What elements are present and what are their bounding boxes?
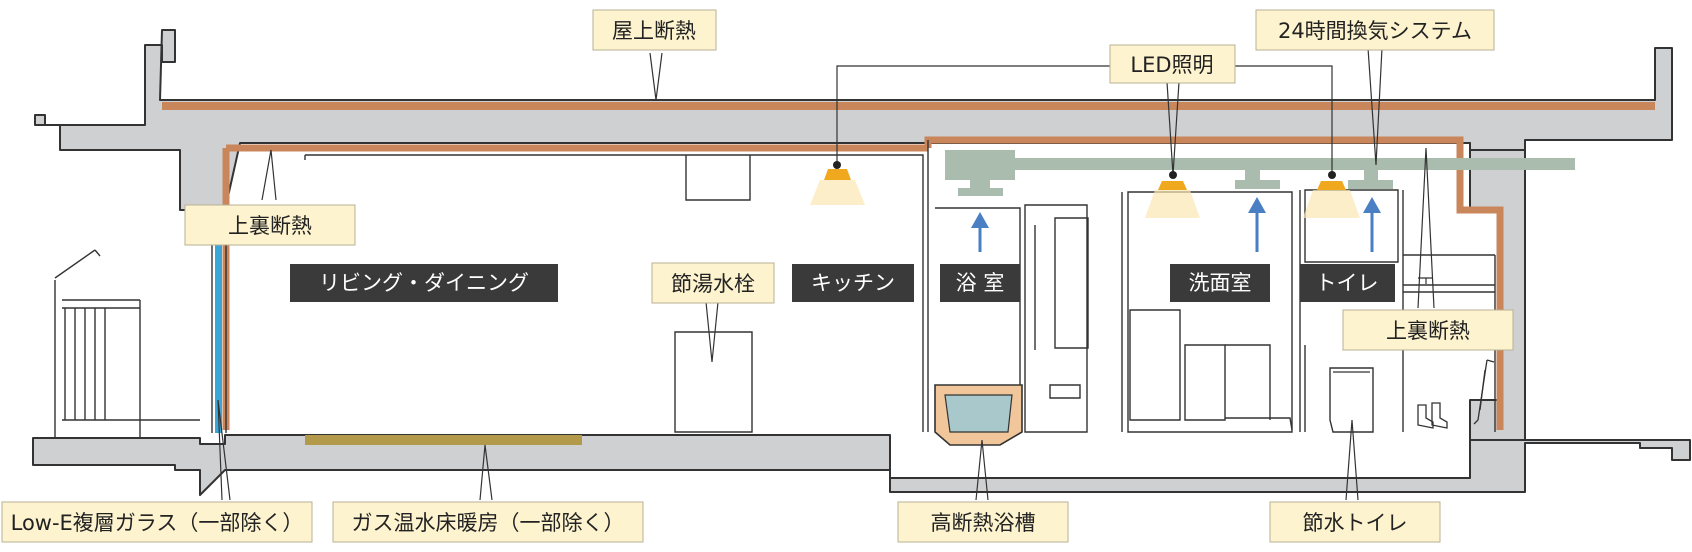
svg-text:洗面室: 洗面室 [1189,271,1252,295]
svg-text:ガス温水床暖房（一部除く）: ガス温水床暖房（一部除く） [352,511,625,535]
svg-text:浴 室: 浴 室 [956,271,1005,295]
callout-floor-heating: ガス温水床暖房（一部除く） [332,501,644,543]
roof-insulation-layer [162,102,1655,110]
ventilation-duct [945,150,1575,196]
callout-roof-insulation: 屋上断熱 [592,9,717,51]
hanger [1418,277,1433,284]
bathtub-icon [934,384,1023,446]
svg-text:24時間換気システム: 24時間換気システム [1278,19,1472,43]
leader-lines [217,47,1435,501]
airflow-arrows [971,197,1381,252]
toilet-cabinet [1304,189,1399,263]
airflow-arrow-icon [1248,197,1266,252]
callout-ceiling-insulation-left: 上裏断熱 [184,204,356,246]
svg-text:上裏断熱: 上裏断熱 [1386,319,1470,343]
callout-led-lighting: LED照明 [1109,44,1236,84]
room-label-toilet: トイレ [1300,264,1395,302]
shoe-cabinet [1403,254,1496,432]
svg-text:高断熱浴槽: 高断熱浴槽 [931,511,1036,535]
ceiling-light-icon [1145,181,1200,218]
floor-heating-panel [305,435,582,445]
callout-insulated-bathtub: 高断熱浴槽 [897,501,1069,543]
building-structure [32,29,1691,496]
svg-text:節湯水栓: 節湯水栓 [671,272,755,296]
callout-ceiling-insulation-right: 上裏断熱 [1342,309,1514,351]
svg-text:キッチン: キッチン [811,271,895,295]
window-glass [215,243,222,433]
led-lights [810,169,1360,218]
floor-slab [32,434,1691,496]
room-label-living-dining: リビング・ダイニング [290,264,558,302]
umbrella-icon [1473,359,1495,425]
room-label-washroom: 洗面室 [1170,264,1270,302]
callout-low-e-glass: Low-E複層ガラス（一部除く） [1,501,313,543]
balcony-railing [54,249,200,438]
svg-text:屋上断熱: 屋上断熱 [612,19,696,43]
ceiling-light-icon [810,169,865,205]
svg-text:リビング・ダイニング: リビング・ダイニング [319,271,529,295]
callout-water-saving-faucet: 節湯水栓 [651,262,775,304]
kitchen-counter [674,331,753,433]
washroom-cabinet [1127,191,1293,433]
ceiling-light-icon [1303,181,1360,218]
boots-icon [1417,402,1448,429]
duct-fan [945,150,1015,180]
airflow-arrow-icon [971,212,989,252]
interior-partitions [304,140,1496,433]
bathroom-door [1024,204,1088,433]
svg-text:トイレ: トイレ [1316,271,1379,295]
callout-ventilation-system: 24時間換気システム [1255,9,1495,51]
svg-text:LED照明: LED照明 [1130,53,1213,77]
range-hood [685,155,751,201]
room-label-bathroom: 浴 室 [940,264,1020,302]
low-e-glass-window [211,243,227,433]
callout-water-saving-toilet: 節水トイレ [1269,501,1441,543]
svg-text:節水トイレ: 節水トイレ [1303,511,1408,535]
airflow-arrow-icon [1363,197,1381,252]
svg-text:Low-E複層ガラス（一部除く）: Low-E複層ガラス（一部除く） [11,511,304,535]
svg-text:上裏断熱: 上裏断熱 [228,214,312,238]
room-label-kitchen: キッチン [792,264,914,302]
